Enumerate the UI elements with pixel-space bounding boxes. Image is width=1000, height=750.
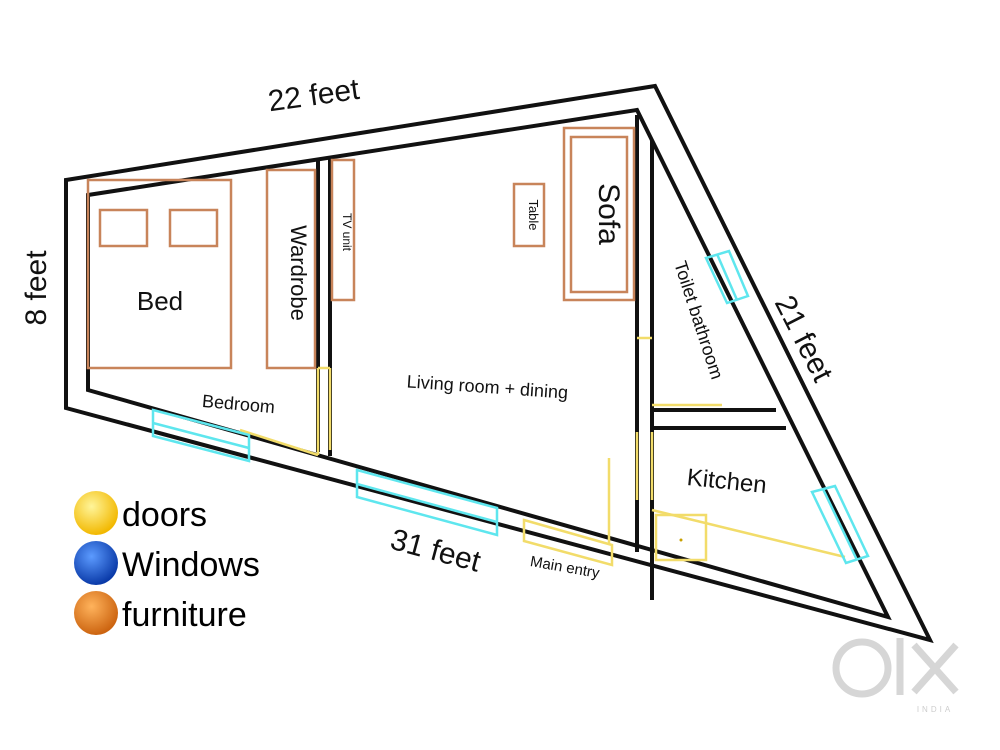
- furniture-label-bed: Bed: [137, 286, 183, 316]
- table-furniture: [512, 182, 546, 248]
- wall-bedroom-living: [316, 158, 332, 456]
- olx-watermark-sub: INDIA: [917, 705, 953, 714]
- window-kitchen: [810, 484, 870, 565]
- door-bedroom: [239, 366, 332, 457]
- window-bedroom: [151, 408, 251, 463]
- wardrobe-furniture: [265, 168, 317, 370]
- room-label-kitchen: Kitchen: [686, 464, 768, 499]
- legend-furniture-label: furniture: [122, 596, 247, 634]
- room-label-living: Living room + dining: [406, 371, 569, 402]
- dimension-bottom: 31 feet: [387, 523, 485, 579]
- legend-doors-label: doors: [122, 496, 207, 534]
- tv-unit-furniture: [330, 158, 356, 302]
- legend-windows-label: Windows: [122, 546, 260, 584]
- door-main-entry: [522, 458, 614, 567]
- wall-toilet-kitchen: [652, 408, 786, 430]
- legend-windows-swatch: [74, 541, 118, 585]
- kitchen-counter: [654, 513, 708, 562]
- bed-furniture: [86, 178, 233, 370]
- room-label-bedroom: Bedroom: [201, 391, 276, 417]
- legend-doors-swatch: [74, 491, 118, 535]
- wall-living-right: [635, 115, 654, 600]
- furniture-label-sofa: Sofa: [592, 183, 625, 245]
- sofa-furniture: [562, 126, 636, 302]
- outer-wall-inner: [86, 107, 892, 621]
- room-label-main-entry: Main entry: [529, 553, 601, 582]
- furniture-label-table: Table: [526, 199, 541, 230]
- legend: doors Windows furniture: [74, 491, 260, 635]
- window-living: [355, 468, 499, 537]
- dimension-top: 22 feet: [266, 73, 362, 119]
- dimension-left: 8 feet: [20, 250, 53, 326]
- door-kitchen: [635, 432, 846, 559]
- window-toilet: [704, 249, 750, 305]
- outer-wall-outer: [64, 83, 934, 644]
- legend-furniture-swatch: [74, 591, 118, 635]
- olx-watermark-logo: INDIA: [832, 638, 959, 714]
- furniture-label-tv-unit: TV unit: [340, 213, 354, 252]
- door-toilet: [637, 336, 722, 407]
- furniture-label-wardrobe: Wardrobe: [286, 225, 311, 321]
